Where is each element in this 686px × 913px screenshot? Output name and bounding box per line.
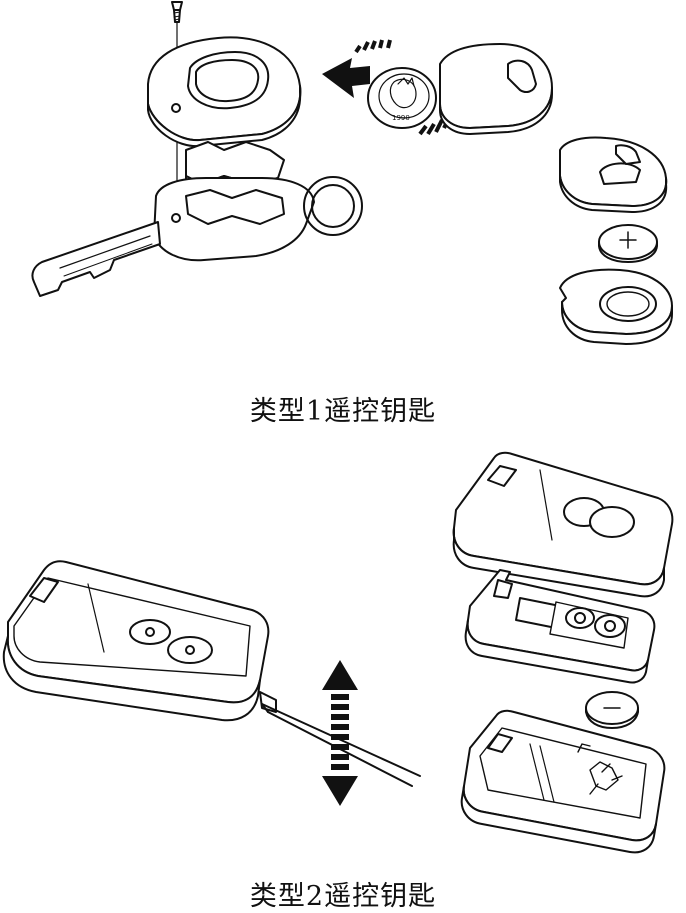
- battery-icon: [585, 691, 639, 729]
- svg-text:1990: 1990: [392, 114, 410, 122]
- arrow-icon: [322, 660, 358, 806]
- screw-icon: [171, 1, 183, 23]
- key-top-cover: [147, 36, 302, 148]
- type2-remote-key: [2, 451, 674, 854]
- type1-remote-key: 1990: [31, 1, 673, 345]
- key-opened-top-shell: [439, 43, 553, 135]
- type2-caption: 类型2遥控钥匙: [249, 881, 437, 912]
- key-shell-half: [559, 136, 668, 213]
- key2-top-shell: [452, 451, 674, 598]
- type1-caption: 类型1遥控钥匙: [249, 396, 437, 427]
- key2-closed-body: [2, 560, 277, 722]
- coin-icon: 1990: [367, 67, 437, 129]
- battery-icon: [598, 224, 658, 263]
- key-ring-icon: [303, 176, 363, 236]
- key-battery-holder: [559, 268, 673, 345]
- key-base-housing: [31, 177, 315, 297]
- key2-circuit-board: [464, 569, 656, 684]
- key2-bottom-tray: [460, 709, 666, 854]
